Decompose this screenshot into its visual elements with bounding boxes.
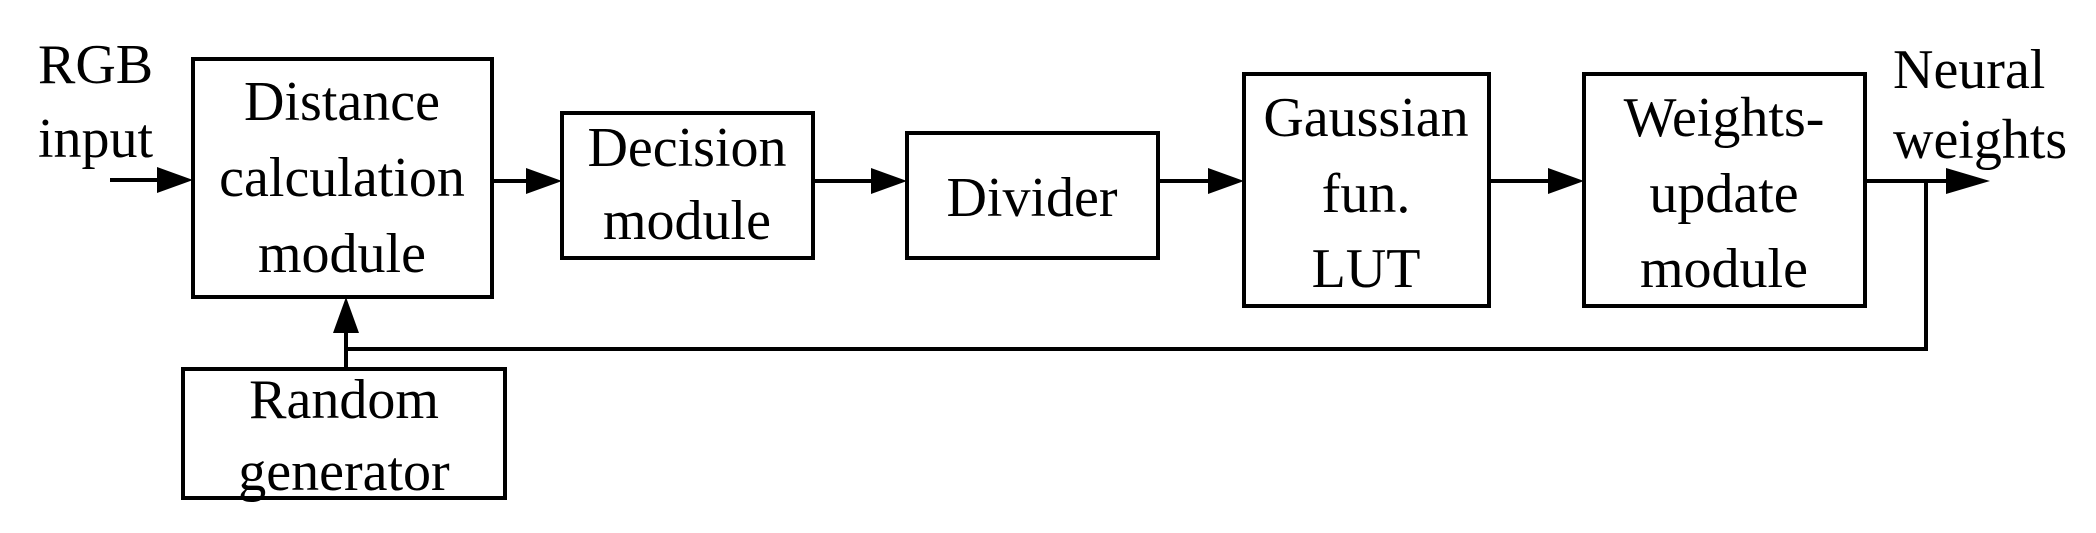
- gaussian-label-line-3: LUT: [1312, 238, 1421, 300]
- output-arrowhead: [1946, 168, 1990, 194]
- gaussian-label-line-1: Gaussian: [1263, 87, 1468, 149]
- weights-update-module-block: Weights- update module: [1582, 72, 1867, 308]
- distance-calculation-module-block: Distance calculation module: [191, 57, 494, 299]
- gaussian-lut-block: Gaussian fun. LUT: [1242, 72, 1491, 308]
- rgb-input-label-line-2: input: [38, 108, 154, 170]
- distance-calculation-module-frame: [191, 57, 494, 299]
- connectors: [110, 167, 1990, 369]
- random-generator-block: Random generator: [181, 367, 507, 503]
- distance-label-line-1: Distance: [244, 71, 440, 133]
- distance-label-line-3: module: [258, 223, 426, 285]
- decision-label-line-1: Decision: [587, 117, 786, 179]
- weights-update-label-line-2: update: [1649, 163, 1798, 225]
- divider-block: Divider: [905, 131, 1160, 260]
- decision-module-frame: [560, 111, 815, 260]
- divider-to-gaussian-arrowhead: [1208, 168, 1244, 194]
- distance-label-line-2: calculation: [219, 147, 465, 209]
- divider-frame: [905, 131, 1160, 260]
- feedback-loop-line: [346, 181, 1928, 351]
- gaussian-label-line-2: fun.: [1322, 163, 1411, 225]
- random-label-line-1: Random: [249, 369, 439, 431]
- neural-weights-label-line-2: weights: [1893, 109, 2067, 171]
- weights-update-label-line-3: module: [1640, 238, 1808, 300]
- rgb-input-label: RGB input: [38, 34, 154, 170]
- weights-update-module-frame: [1582, 72, 1867, 308]
- weights-update-label-line-1: Weights-: [1624, 87, 1825, 149]
- decision-label-line-2: module: [603, 190, 771, 252]
- rgb-input-label-line-1: RGB: [38, 34, 153, 96]
- decision-to-divider-arrowhead: [871, 168, 907, 194]
- divider-label: Divider: [946, 167, 1117, 229]
- decision-module-block: Decision module: [560, 111, 815, 260]
- gaussian-lut-frame: [1242, 72, 1491, 308]
- neural-weights-label: Neural weights: [1893, 39, 2067, 171]
- input-to-distance-arrowhead: [157, 167, 193, 193]
- random-to-distance-arrowhead: [333, 297, 359, 333]
- gaussian-to-weights-update-arrowhead: [1548, 168, 1584, 194]
- random-label-line-2: generator: [238, 441, 450, 503]
- distance-to-decision-arrowhead: [526, 168, 562, 194]
- neural-weights-label-line-1: Neural: [1893, 39, 2045, 101]
